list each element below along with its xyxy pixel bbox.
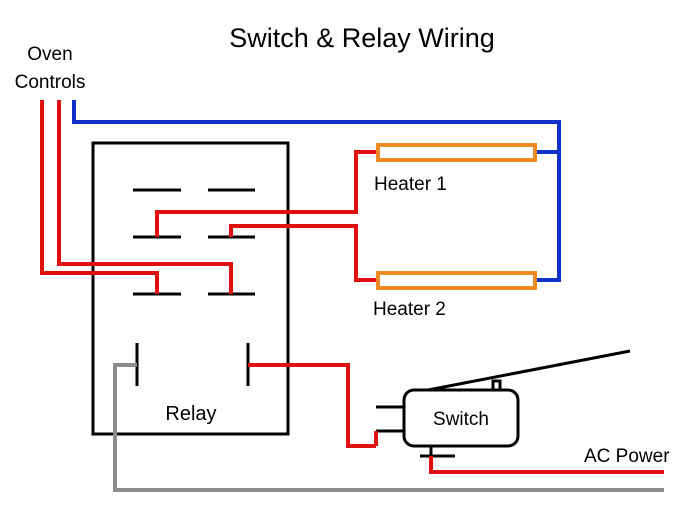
ac-power-label: AC Power xyxy=(584,446,670,467)
red-wire-ac-power xyxy=(429,456,664,474)
red-wire-control-1 xyxy=(40,100,159,294)
switch-terminals xyxy=(376,405,455,458)
heater-2-label: Heater 2 xyxy=(373,299,446,320)
switch-label: Switch xyxy=(433,409,489,430)
diagram-title: Switch & Relay Wiring xyxy=(229,23,495,53)
switch-lever xyxy=(427,349,631,392)
relay-body xyxy=(91,141,290,436)
heater-2-element xyxy=(376,271,537,290)
gray-wire-ac-neutral xyxy=(113,363,664,492)
red-wire-heater1-feed xyxy=(155,150,378,237)
blue-wire xyxy=(72,100,561,282)
relay-contacts xyxy=(133,188,255,386)
red-wire-control-2 xyxy=(57,100,233,294)
red-wire-relay-to-switch xyxy=(248,363,376,448)
oven-controls-label-line1: Oven xyxy=(27,44,72,65)
heater-1-label: Heater 1 xyxy=(374,174,447,195)
switch-body xyxy=(402,388,520,448)
heater-1-element xyxy=(376,143,537,162)
relay-label: Relay xyxy=(165,403,216,425)
oven-controls-label-line2: Controls xyxy=(15,72,86,93)
red-wire-heater2-feed xyxy=(229,224,378,282)
